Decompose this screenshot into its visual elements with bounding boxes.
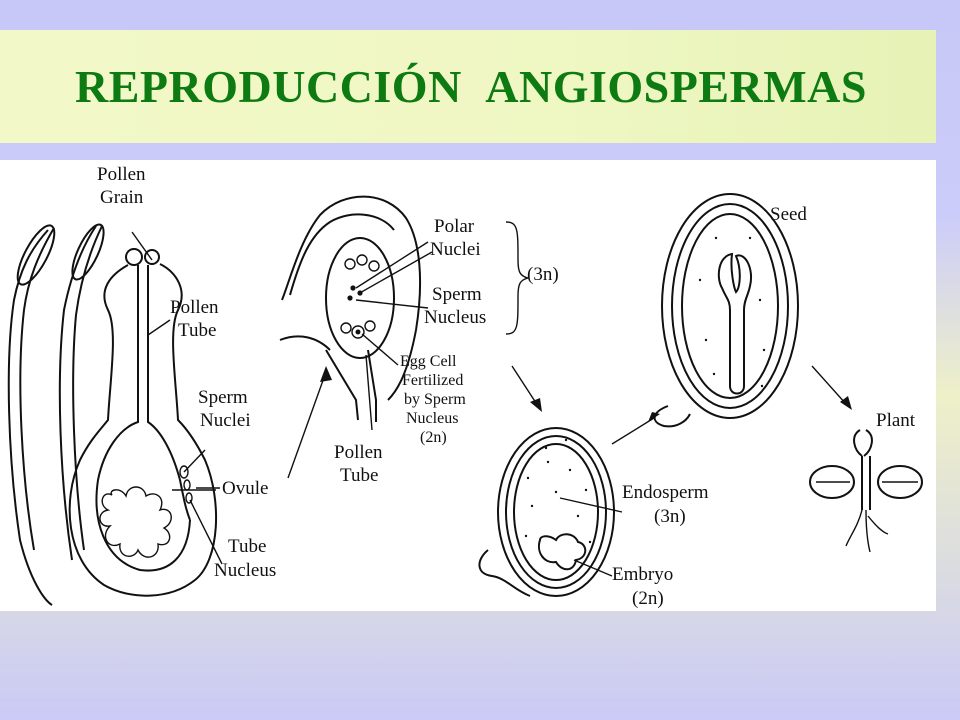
- label-endosperm-1: Endosperm: [622, 482, 709, 503]
- label-egg-cell: Egg Cell: [400, 353, 457, 370]
- label-egg-nucleus: Nucleus: [406, 410, 458, 427]
- embryo-sac-leader-lines: [355, 241, 433, 431]
- seed: [653, 193, 799, 428]
- developing-seed-leaders: [559, 497, 623, 577]
- stamens: [7, 223, 105, 606]
- plant: [809, 429, 923, 553]
- fertilization-diagram: Pollen Grain Pollen Tube Sperm Nuclei Ov…: [7, 164, 923, 609]
- label-pollen-grain-1: Pollen: [97, 164, 146, 185]
- label-embryo-2: (2n): [632, 588, 664, 609]
- label-sperm-nuclei-2: Nuclei: [200, 410, 251, 431]
- label-sperm-nuclei-1: Sperm: [198, 387, 248, 408]
- label-pollen-tube-b-1: Pollen: [334, 442, 383, 463]
- label-pollen-tube-b-2: Tube: [340, 465, 378, 486]
- label-egg-fertilized: Fertilized: [402, 372, 463, 389]
- label-egg-by-sperm: by Sperm: [404, 391, 466, 408]
- label-tube-nucleus-2: Nucleus: [214, 560, 276, 581]
- label-sperm-nucleus-1: Sperm: [432, 284, 482, 305]
- label-ovule: Ovule: [222, 478, 268, 499]
- label-egg-2n: (2n): [420, 429, 447, 446]
- label-pollen-grain-2: Grain: [100, 187, 144, 208]
- arrow-ovule-to-sac: [287, 366, 332, 479]
- label-polar-nuclei-1: Polar: [434, 216, 475, 237]
- arrow-sac-to-endosperm: [511, 365, 542, 412]
- label-plant: Plant: [876, 410, 916, 431]
- label-tube-nucleus-1: Tube: [228, 536, 266, 557]
- embryo-sac: [279, 195, 422, 422]
- developing-seed: [478, 427, 615, 597]
- label-pollen-tube-2: Tube: [178, 320, 216, 341]
- label-triploid: (3n): [527, 264, 559, 285]
- arrow-to-seed: [611, 412, 660, 445]
- page-title: REPRODUCCIÓN ANGIOSPERMAS: [75, 61, 867, 112]
- label-polar-nuclei-2: Nuclei: [430, 239, 481, 260]
- pistil-leader-lines: [131, 231, 223, 565]
- title-band: REPRODUCCIÓN ANGIOSPERMAS: [0, 30, 936, 143]
- pistil: [68, 248, 218, 597]
- label-endosperm-2: (3n): [654, 506, 686, 527]
- diagram-panel: Pollen Grain Pollen Tube Sperm Nuclei Ov…: [0, 160, 936, 611]
- label-pollen-tube-1: Pollen: [170, 297, 219, 318]
- label-seed: Seed: [770, 204, 807, 225]
- arrow-to-plant: [811, 365, 852, 410]
- bracket: [505, 221, 529, 335]
- label-embryo-1: Embryo: [612, 564, 673, 585]
- label-sperm-nucleus-2: Nucleus: [424, 307, 486, 328]
